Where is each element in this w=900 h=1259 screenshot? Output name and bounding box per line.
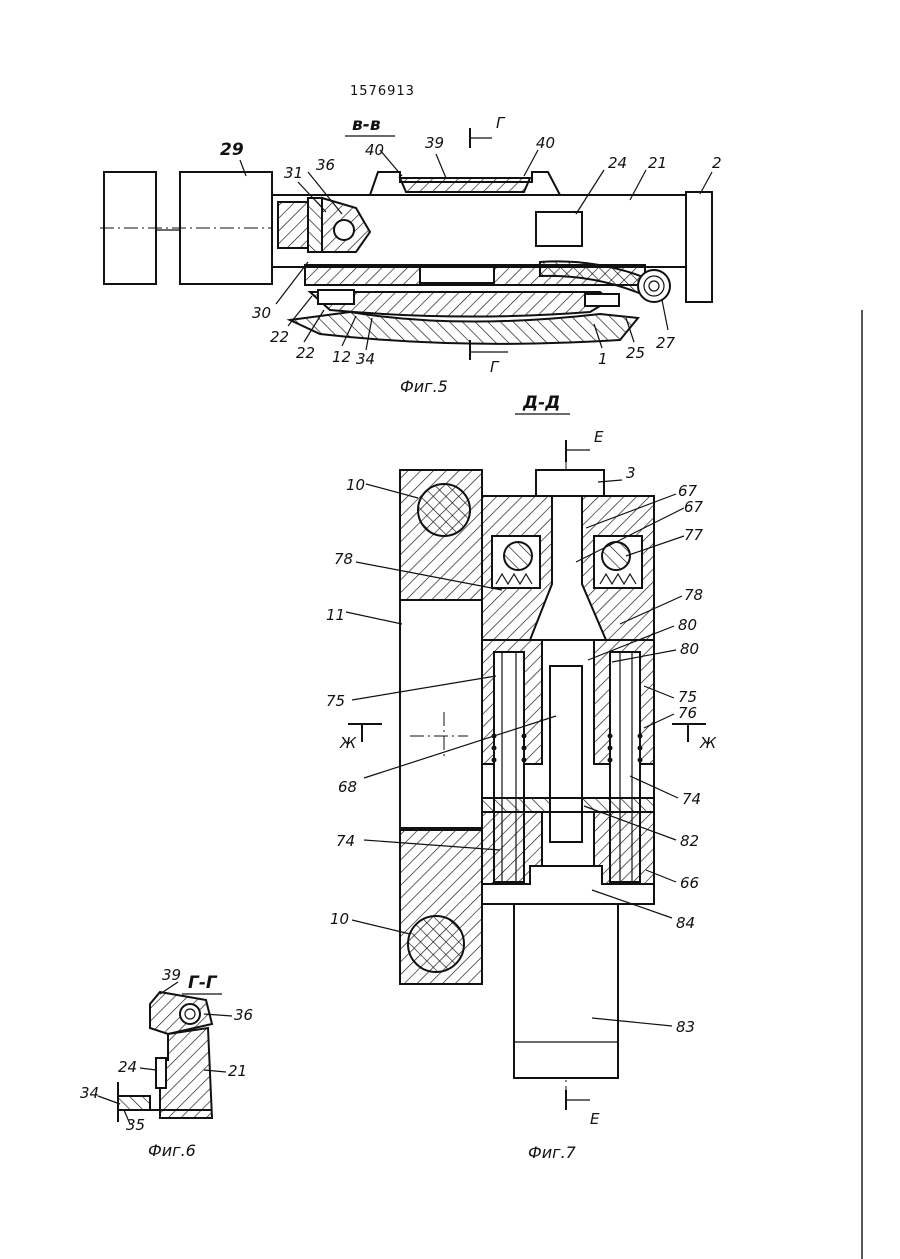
fig5-label-34: 34: [356, 350, 375, 368]
fig7-cut-e-top: Е: [594, 428, 604, 446]
fig6-label-36: 36: [234, 1006, 253, 1024]
fig7-label-82: 82: [680, 832, 699, 850]
fig7-cut-e-bottom: Е: [590, 1110, 600, 1128]
fig5-label-36: 36: [316, 156, 335, 174]
fig5-label-1: 1: [598, 350, 608, 368]
fig6-label-21: 21: [228, 1062, 247, 1080]
fig6-section-label: Г-Г: [188, 973, 218, 993]
fig7-label-67b: 67: [684, 498, 704, 516]
fig7-caption: Фиг.7: [528, 1143, 577, 1162]
fig5-label-31: 31: [284, 164, 303, 182]
fig7-label-77: 77: [684, 526, 704, 544]
fig7-label-3: 3: [626, 464, 636, 482]
fig7-label-84: 84: [676, 914, 695, 932]
fig5-label-22a: 22: [270, 328, 289, 346]
fig7-label-68: 68: [338, 778, 357, 796]
fig5-cut-mark-top: Г: [496, 114, 506, 132]
fig6-label-39: 39: [162, 966, 181, 984]
fig5-label-2: 2: [712, 154, 722, 172]
fig5-label-21: 21: [648, 154, 667, 172]
fig5-label-40a: 40: [365, 141, 384, 159]
fig6-label-24: 24: [118, 1058, 137, 1076]
fig5-label-12: 12: [332, 348, 351, 366]
fig5-cut-mark-bottom: Г: [490, 358, 500, 376]
fig5-label-39: 39: [425, 134, 444, 152]
fig5-caption: Фиг.5: [400, 377, 448, 396]
fig7-label-75a: 75: [326, 692, 345, 710]
fig7-label-74b: 74: [336, 832, 355, 850]
fig5-label-25: 25: [626, 344, 645, 362]
figure-5: в-в Г Г: [100, 114, 722, 396]
figure-7: Д-Д Е Е: [326, 393, 717, 1162]
fig7-label-74a: 74: [682, 790, 701, 808]
fig6-label-34: 34: [80, 1084, 99, 1102]
fig7-cut-zh-right: Ж: [699, 734, 717, 752]
document-number: 1576913: [350, 84, 415, 99]
fig5-label-30: 30: [252, 304, 271, 322]
fig5-section-label: в-в: [352, 115, 381, 135]
fig5-label-22b: 22: [296, 344, 315, 362]
fig7-cut-zh-left: Ж: [339, 734, 357, 752]
fig7-label-10a: 10: [346, 476, 365, 494]
fig5-label-29: 29: [220, 140, 244, 160]
fig7-label-76: 76: [678, 704, 697, 722]
fig7-label-80b: 80: [680, 640, 699, 658]
fig6-label-35: 35: [126, 1116, 145, 1134]
fig5-label-27: 27: [656, 334, 676, 352]
fig7-label-80a: 80: [678, 616, 697, 634]
fig5-label-40b: 40: [536, 134, 555, 152]
figure-6: Г-Г 39 36 24 21 34 35 Фиг.6: [80, 966, 253, 1160]
fig7-label-11: 11: [326, 606, 345, 624]
fig7-label-83: 83: [676, 1018, 695, 1036]
fig7-label-66: 66: [680, 874, 699, 892]
fig7-label-78a: 78: [334, 550, 353, 568]
fig7-label-78b: 78: [684, 586, 703, 604]
fig6-caption: Фиг.6: [148, 1141, 196, 1160]
fig7-section-label: Д-Д: [522, 393, 560, 413]
fig5-label-24: 24: [608, 154, 627, 172]
fig7-label-10b: 10: [330, 910, 349, 928]
